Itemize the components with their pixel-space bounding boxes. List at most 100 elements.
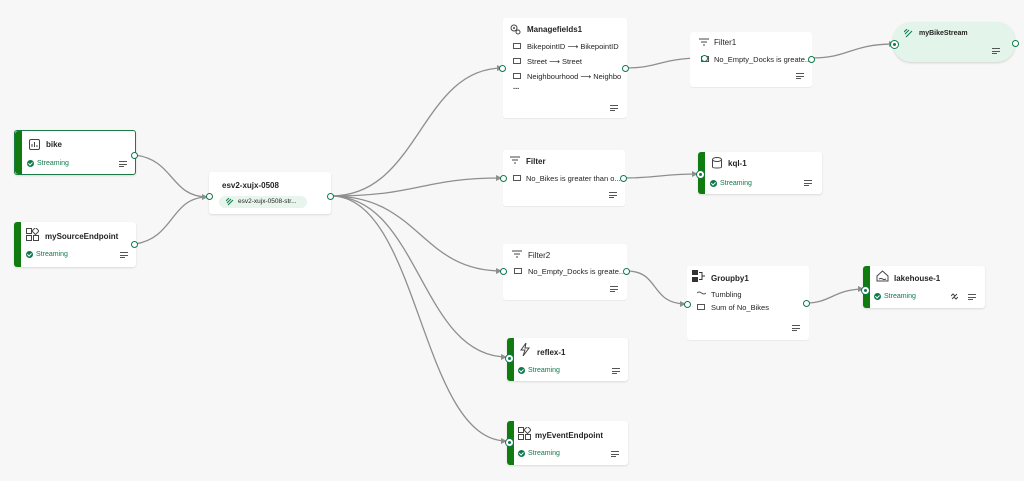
node-menu-icon[interactable] bbox=[804, 180, 812, 186]
input-port[interactable] bbox=[861, 286, 870, 295]
filter1-node[interactable]: Filter1 No_Empty_Docks is greate... bbox=[690, 32, 815, 87]
node-title: Managefields1 bbox=[527, 25, 583, 34]
input-port[interactable] bbox=[206, 193, 213, 200]
field-icon bbox=[513, 73, 521, 79]
group-icon bbox=[692, 270, 705, 282]
status-check-icon bbox=[27, 160, 34, 167]
database-icon bbox=[712, 157, 722, 169]
kql-node[interactable]: kql-1 Streaming bbox=[696, 152, 822, 194]
input-port[interactable] bbox=[696, 170, 705, 179]
node-status: Streaming bbox=[720, 180, 752, 187]
output-port[interactable] bbox=[327, 193, 334, 200]
connection-icon[interactable] bbox=[951, 293, 958, 300]
node-status: Streaming bbox=[884, 293, 916, 300]
field-row: BikepointID ⟶ BikepointID bbox=[527, 42, 619, 51]
input-port[interactable] bbox=[684, 301, 691, 308]
filter-icon bbox=[510, 156, 520, 164]
node-menu-icon[interactable] bbox=[610, 105, 618, 111]
edge-filter1-to-mybikestream bbox=[810, 43, 896, 59]
node-menu-icon[interactable] bbox=[792, 325, 800, 331]
managefields-node[interactable]: Managefields1 BikepointID ⟶ BikepointID … bbox=[499, 18, 629, 118]
field-row: Neighbourhood ⟶ Neighbo bbox=[527, 72, 622, 81]
field-icon bbox=[513, 175, 521, 181]
field-icon bbox=[513, 43, 521, 49]
field-icon bbox=[514, 268, 522, 274]
status-check-icon bbox=[518, 450, 525, 457]
filter-node[interactable]: Filter No_Bikes is greater than o... bbox=[500, 150, 627, 206]
edge-endpoint-to-eventstream bbox=[134, 196, 209, 245]
node-menu-icon[interactable] bbox=[992, 48, 1000, 54]
filter1-input-port[interactable] bbox=[701, 55, 708, 62]
node-title: myEventEndpoint bbox=[535, 431, 604, 440]
reflex-node[interactable]: reflex-1 Streaming bbox=[505, 338, 628, 381]
node-menu-icon[interactable] bbox=[611, 451, 619, 457]
field-icon bbox=[697, 304, 705, 310]
output-port[interactable] bbox=[620, 175, 627, 182]
aggregate: Sum of No_Bikes bbox=[711, 303, 769, 312]
edge-eventstream-to-filter2 bbox=[330, 195, 503, 272]
output-port[interactable] bbox=[131, 152, 138, 159]
stream-icon bbox=[226, 198, 234, 206]
source-node-bike[interactable]: bike Streaming bbox=[14, 130, 138, 175]
mybikestream-node[interactable]: myBikeStream bbox=[890, 22, 1019, 62]
filter-condition: No_Bikes is greater than o... bbox=[526, 174, 621, 183]
edge-groupby-to-lakehouse bbox=[806, 288, 865, 304]
lakehouse-icon bbox=[876, 270, 889, 282]
endpoint-icon bbox=[518, 427, 531, 440]
input-port[interactable] bbox=[499, 65, 506, 72]
lightning-icon bbox=[520, 343, 530, 356]
node-menu-icon[interactable] bbox=[119, 161, 127, 167]
node-menu-icon[interactable] bbox=[968, 294, 976, 300]
stream-pill[interactable]: esv2-xujx-0508-str... bbox=[219, 196, 307, 208]
filter-condition: No_Empty_Docks is greate... bbox=[714, 55, 812, 64]
node-title: bike bbox=[46, 140, 63, 149]
output-port[interactable] bbox=[131, 241, 138, 248]
node-menu-icon[interactable] bbox=[796, 73, 804, 79]
window-type: Tumbling bbox=[711, 290, 742, 299]
output-port[interactable] bbox=[623, 268, 630, 275]
input-port[interactable] bbox=[500, 175, 507, 182]
edge-eventstream-to-filter bbox=[330, 177, 503, 197]
lakehouse-node[interactable]: lakehouse-1 Streaming bbox=[861, 266, 985, 308]
status-check-icon bbox=[518, 367, 525, 374]
filter2-node[interactable]: Filter2 No_Empty_Docks is greate... bbox=[500, 244, 630, 300]
edge-bike-to-eventstream bbox=[134, 154, 209, 198]
eventstream-node[interactable]: esv2-xujx-0508 esv2-xujx-0508-str... bbox=[206, 172, 334, 214]
node-title: Filter2 bbox=[528, 251, 551, 260]
node-accent-bar bbox=[14, 222, 21, 267]
input-port[interactable] bbox=[505, 354, 514, 363]
node-menu-icon[interactable] bbox=[610, 286, 618, 292]
node-title: esv2-xujx-0508 bbox=[222, 181, 279, 190]
input-port[interactable] bbox=[505, 438, 514, 447]
source-node-my-source-endpoint[interactable]: mySourceEndpoint Streaming bbox=[14, 222, 138, 267]
node-title: kql-1 bbox=[728, 159, 747, 168]
output-port[interactable] bbox=[808, 56, 815, 63]
status-check-icon bbox=[874, 293, 881, 300]
edge-filter2-to-groupby bbox=[626, 270, 687, 305]
endpoint-icon bbox=[26, 228, 39, 241]
node-menu-icon[interactable] bbox=[120, 252, 128, 258]
node-title: lakehouse-1 bbox=[894, 274, 941, 283]
status-check-icon bbox=[26, 251, 33, 258]
node-status: Streaming bbox=[36, 251, 68, 258]
node-status: Streaming bbox=[528, 367, 560, 374]
output-port[interactable] bbox=[622, 65, 629, 72]
field-row: Street ⟶ Street bbox=[527, 57, 582, 66]
edge-filter-to-kql bbox=[623, 173, 699, 179]
groupby-node[interactable]: Groupby1 Tumbling Sum of No_Bikes bbox=[684, 266, 810, 340]
field-icon bbox=[513, 58, 521, 64]
node-title: Filter1 bbox=[714, 38, 737, 47]
node-menu-icon[interactable] bbox=[609, 192, 617, 198]
chart-icon bbox=[29, 139, 40, 150]
filter-icon bbox=[512, 250, 522, 258]
event-endpoint-node[interactable]: myEventEndpoint Streaming bbox=[505, 421, 628, 465]
output-port[interactable] bbox=[1012, 40, 1019, 47]
input-port[interactable] bbox=[890, 40, 899, 49]
output-port[interactable] bbox=[803, 300, 810, 307]
node-status: Streaming bbox=[37, 160, 69, 167]
node-title: myBikeStream bbox=[919, 30, 968, 37]
input-port[interactable] bbox=[500, 268, 507, 275]
status-check-icon bbox=[710, 180, 717, 187]
more-fields: ... bbox=[513, 82, 520, 91]
node-menu-icon[interactable] bbox=[612, 368, 620, 374]
